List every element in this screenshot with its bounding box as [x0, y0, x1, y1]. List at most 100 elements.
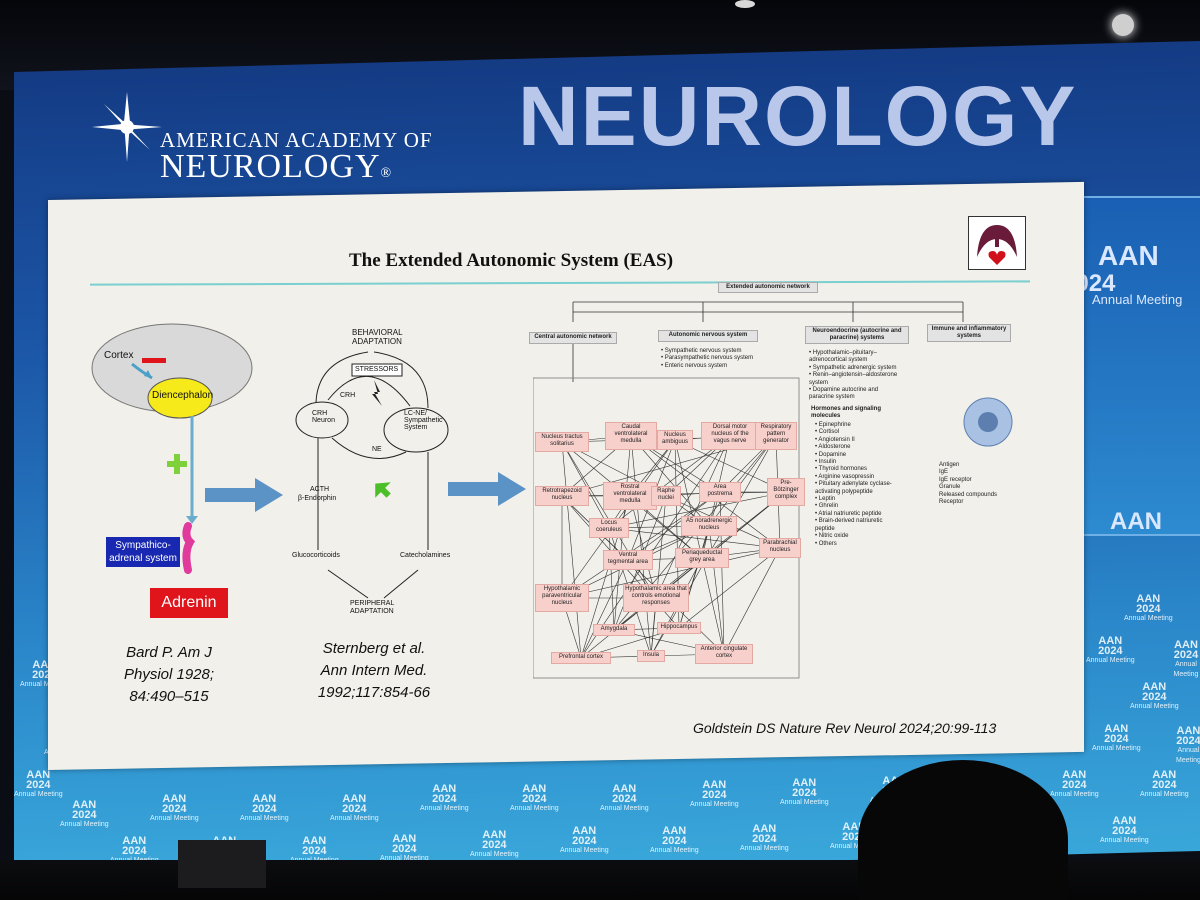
brain-nucleus-box: Respiratory pattern generator — [755, 422, 797, 450]
network-connector-line — [580, 435, 731, 659]
catecholamines-label: Catecholamines — [400, 552, 451, 559]
brain-nucleus-box: Hippocampus — [657, 622, 701, 634]
cortex-label: Cortex — [104, 350, 134, 361]
side-aan-label-lower: AAN — [1110, 508, 1162, 535]
network-connector-line — [561, 441, 610, 529]
central-network-header: Central autonomic network — [529, 332, 617, 344]
brain-nucleus-box: Anterior cingulate cortex — [695, 644, 753, 664]
network-connector-line — [650, 435, 777, 657]
network-connector-line — [561, 491, 721, 599]
brain-nucleus-box: Rostral ventrolateral medulla — [603, 482, 657, 510]
ceiling-light — [735, 0, 755, 8]
ne-label: NE — [372, 446, 382, 453]
immune-header: Immune and inflammatory systems — [927, 324, 1011, 342]
ans-header: Autonomic nervous system — [658, 330, 758, 342]
network-connector-line — [723, 547, 781, 655]
adrenin-label: Adrenin — [150, 588, 228, 618]
brain-nucleus-box: Raphe nuclei — [651, 486, 681, 506]
goldstein-citation: Goldstein DS Nature Rev Neurol 2024;20:9… — [693, 720, 997, 736]
arrow-right-icon — [205, 478, 283, 512]
bard-diagram — [91, 323, 253, 574]
brain-nucleus-box: Prefrontal cortex — [551, 652, 611, 664]
registered-mark: ® — [380, 166, 393, 181]
network-connector-line — [580, 559, 629, 659]
brain-nucleus-box: Parabrachial nucleus — [759, 538, 801, 558]
neuroendocrine-list: • Hypothalamic–pituitary– adrenocortical… — [809, 350, 898, 401]
brain-nucleus-box: Hypothalamic paraventricular nucleus — [535, 584, 589, 612]
stress-system-diagram — [295, 351, 449, 599]
network-connector-line — [608, 435, 731, 529]
network-connector-line — [608, 527, 781, 549]
side-subtitle: Annual Meeting — [1092, 292, 1183, 307]
bard-citation: Bard P. Am J Physiol 1928; 84:490–515 — [123, 644, 215, 705]
slide-title: The Extended Autonomic System (EAS) — [349, 250, 674, 271]
network-connector-line — [678, 547, 781, 629]
peripheral-adaptation-label: ADAPTATION — [350, 608, 394, 615]
side-aan-label: AAN — [1098, 240, 1159, 271]
brain-nucleus-box: Nucleus ambiguus — [657, 430, 693, 450]
brain-nucleus-box: Amygdala — [593, 624, 635, 636]
network-connector-line — [708, 525, 725, 655]
banner-title: NEUROLOGY — [518, 69, 1078, 163]
behavioral-label: BEHAVIORAL — [352, 328, 403, 337]
adaptation-label: ADAPTATION — [352, 337, 402, 346]
network-connector-line — [608, 527, 615, 631]
sympathico-adrenal-label: Sympathico-adrenal system — [106, 537, 180, 567]
network-connector-line — [627, 491, 721, 561]
network-connector-line — [561, 441, 582, 659]
brain-nucleus-box: Insula — [637, 650, 665, 662]
network-connector-line — [630, 435, 652, 657]
network-connector-line — [629, 495, 657, 599]
network-connector-line — [708, 435, 777, 527]
brain-nucleus-box: Dorsal motor nucleus of the vagus nerve — [701, 422, 759, 450]
sternberg-citation: Sternberg et al. Ann Intern Med. 1992;11… — [317, 640, 431, 701]
hormones-title: Hormones and signaling molecules — [811, 406, 882, 420]
brain-nucleus-box: Locus coeruleus — [589, 518, 629, 538]
glucocorticoids-label: Glucocorticoids — [292, 552, 340, 559]
eas-logo-icon — [968, 216, 1026, 270]
hormones-list: • Epinephrine• Cortisol• Angiotensin II•… — [815, 422, 892, 547]
org-name-line2: NEUROLOGY® — [160, 148, 393, 185]
stage-monitor — [178, 840, 266, 888]
neuroendocrine-header: Neuroendocrine (autocrine and paracrine)… — [805, 326, 909, 344]
org-name-line1: AMERICAN ACADEMY OF — [160, 128, 433, 152]
brain-nucleus-box: Area postrema — [699, 482, 741, 502]
acth-label: ACTH — [310, 486, 330, 493]
brain-nucleus-box: Retrotrapezoid nucleus — [535, 486, 589, 506]
brain-nucleus-box: Periaqueductal grey area — [675, 548, 729, 568]
brain-nucleus-box: Hypothalamic area that controls emotiona… — [623, 584, 689, 612]
arrow-right-icon — [448, 472, 526, 506]
peripheral-label: PERIPHERAL — [350, 600, 395, 607]
brain-nucleus-box: A5 noradrenergic nucleus — [681, 516, 737, 536]
network-connector-line — [678, 525, 710, 629]
extended-autonomic-network-figure: Extended autonomic network Central auton… — [529, 282, 1080, 682]
diencephalon-label: Diencephalon — [152, 390, 214, 401]
network-connector-line — [561, 547, 781, 599]
brain-nucleus-box: Ventral tegmental area — [603, 550, 653, 570]
